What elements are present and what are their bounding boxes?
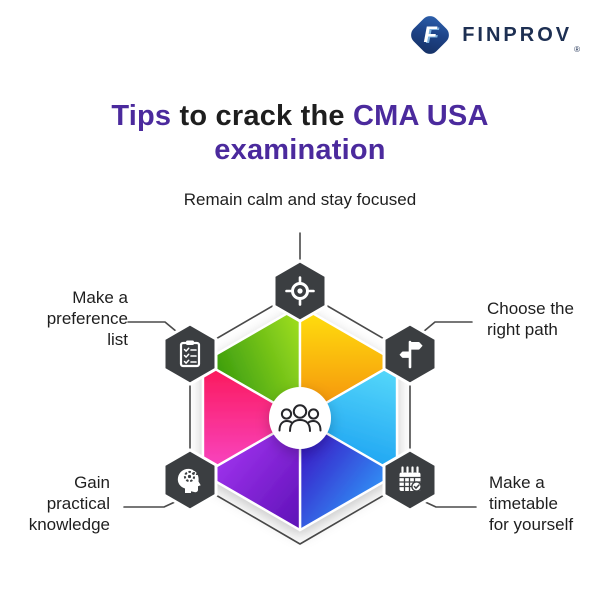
node-preference-list xyxy=(162,322,218,386)
diagram-center xyxy=(269,387,331,449)
people-group-icon xyxy=(278,404,322,432)
logo-letter: F xyxy=(423,22,437,47)
segmented-hexagon xyxy=(201,304,399,532)
title-middle: to crack the xyxy=(171,100,353,132)
segment-pink xyxy=(201,360,302,476)
tip-label-preference-list: Make a preference list xyxy=(46,288,128,349)
connector-left xyxy=(127,321,178,333)
node-make-timetable xyxy=(382,448,438,512)
node-choose-path xyxy=(382,322,438,386)
tip-label-gain-knowledge: Gain practical knowledge xyxy=(28,473,110,534)
tip-label-choose-right-path: Choose the right path xyxy=(487,299,574,339)
tip-label-make-timetable: Make a timetable for yourself xyxy=(489,473,574,534)
calendar-check-icon xyxy=(399,466,422,492)
finprov-logo-mark-icon: F xyxy=(407,12,453,58)
logo-wordmark: FINPROV xyxy=(462,23,573,46)
target-icon xyxy=(285,276,315,306)
tip-label-remain-calm: Remain calm and stay focused xyxy=(183,190,417,209)
node-remain-calm xyxy=(272,259,328,323)
title-highlight-2: CMA USA xyxy=(352,100,489,132)
node-hexagon xyxy=(162,322,218,386)
title-highlight-1: Tips xyxy=(111,100,172,132)
finprov-logo: F FINPROV ® xyxy=(407,12,580,58)
page-title: Tips to crack the CMA USA examination xyxy=(0,99,600,167)
brain-gears-icon xyxy=(177,468,201,493)
connector-bottom-right xyxy=(422,500,477,508)
connector-bottom-left xyxy=(123,500,178,508)
checklist-icon xyxy=(179,340,201,368)
title-line2: examination xyxy=(214,134,386,166)
registered-trademark-symbol: ® xyxy=(574,45,580,54)
node-practical-knowledge xyxy=(162,448,218,512)
signpost-icon xyxy=(399,340,423,369)
connector-right xyxy=(422,321,473,333)
